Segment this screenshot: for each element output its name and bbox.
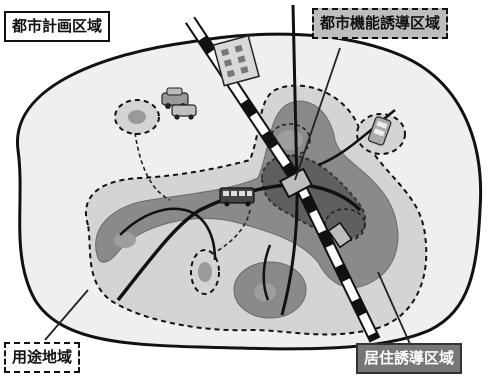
bus-icon [219, 187, 255, 207]
road [317, 109, 396, 167]
leader-line [294, 47, 341, 181]
leader-line [44, 289, 89, 341]
density-blob [114, 232, 136, 248]
building-icon [212, 34, 260, 87]
urban-function-zone-label: 都市機能誘導区域 [312, 8, 449, 39]
residential-zone-label: 居住誘導区域 [356, 343, 463, 374]
cars-icon [161, 87, 197, 120]
train-icon [367, 116, 392, 146]
road [119, 207, 217, 261]
density-blob [128, 110, 146, 124]
station-icon [327, 221, 353, 249]
density-blob [198, 262, 212, 282]
secondary-route [134, 132, 171, 201]
city-planning-area-label: 都市計画区域 [4, 11, 111, 42]
leader-line [377, 271, 411, 345]
secondary-route [209, 209, 251, 256]
land-use-area-label: 用途地域 [4, 342, 81, 373]
station-icon [278, 167, 314, 199]
road [262, 244, 272, 301]
